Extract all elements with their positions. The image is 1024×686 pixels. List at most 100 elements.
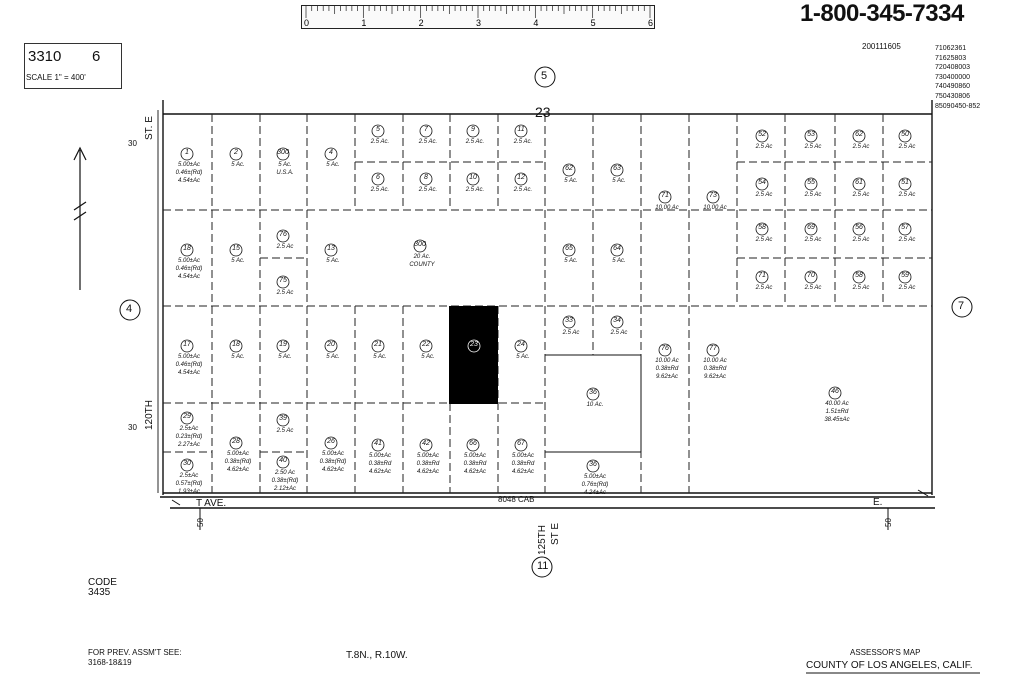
- parcel-number[interactable]: 55: [807, 179, 815, 186]
- parcel-area: 0.38±(Rd): [224, 459, 252, 465]
- parcel-number-circle: [276, 413, 290, 427]
- parcel-number[interactable]: 36: [589, 389, 597, 396]
- parcel-number-circle: [755, 129, 769, 143]
- parcel-number[interactable]: 62: [855, 131, 863, 138]
- parcel-number[interactable]: 17: [183, 341, 191, 348]
- parcel-area: 2.5 Ac: [562, 330, 580, 336]
- parcel-number[interactable]: 29: [183, 413, 191, 420]
- parcel-number[interactable]: 30: [183, 460, 191, 467]
- adjacent-page-south[interactable]: 11: [537, 560, 549, 572]
- parcel-number[interactable]: 71: [661, 192, 669, 199]
- township-range: T.8N., R.10W.: [346, 650, 408, 661]
- parcel-area: 2.5 Ac: [610, 330, 628, 336]
- parcel-number[interactable]: 5: [376, 126, 380, 133]
- street-label-bottom: 120TH: [144, 399, 155, 430]
- assessor-title: ASSESSOR'S MAP: [850, 648, 921, 657]
- parcel-number[interactable]: 20: [327, 341, 335, 348]
- parcel-number[interactable]: 34: [613, 317, 621, 324]
- parcel-number[interactable]: 58: [758, 224, 766, 231]
- parcel-area: 2.5±Ac: [179, 426, 199, 432]
- parcel-number-circle: [419, 124, 433, 138]
- parcel-number[interactable]: 8: [424, 174, 428, 181]
- parcel-number[interactable]: 21: [374, 341, 382, 348]
- parcel-number[interactable]: 52: [758, 131, 766, 138]
- parcel-number[interactable]: 4: [329, 149, 333, 156]
- parcel-number[interactable]: 10: [469, 174, 477, 181]
- parcel-number[interactable]: 70: [807, 272, 815, 279]
- parcel-number[interactable]: 53: [807, 131, 815, 138]
- parcel-number[interactable]: 12: [517, 174, 525, 181]
- parcel-number-circle: [324, 339, 338, 353]
- parcel-number[interactable]: 11: [517, 126, 525, 133]
- parcel-number[interactable]: 7: [424, 126, 428, 133]
- parcel-number[interactable]: 6: [376, 174, 380, 181]
- road-width-label: 50: [883, 518, 893, 527]
- parcel-number[interactable]: 51: [901, 179, 909, 186]
- parcel-number[interactable]: 71: [758, 272, 766, 279]
- parcel-number[interactable]: 50: [901, 131, 909, 138]
- parcel-number[interactable]: 56: [855, 224, 863, 231]
- parcel-number[interactable]: 300: [277, 149, 289, 156]
- parcel-number-circle: [514, 124, 528, 138]
- parcel-number[interactable]: 13: [327, 245, 335, 252]
- parcel-number[interactable]: 73: [709, 192, 717, 199]
- parcel-number[interactable]: 76: [661, 345, 669, 352]
- parcel-area: 5 Ac.: [612, 178, 626, 184]
- parcel-number[interactable]: 66: [469, 440, 477, 447]
- parcel-area: 2.5 Ac: [755, 144, 773, 150]
- parcel-number-circle: [324, 243, 338, 257]
- parcel-number[interactable]: 54: [758, 179, 766, 186]
- parcel-number-circle: [562, 243, 576, 257]
- parcel-number-circle: [755, 222, 769, 236]
- parcel-number[interactable]: 57: [901, 224, 909, 231]
- parcel-number[interactable]: 61: [855, 179, 863, 186]
- adjacent-page-north[interactable]: 5: [541, 70, 548, 82]
- parcel-number[interactable]: 26: [327, 438, 335, 445]
- parcel-number[interactable]: 1: [185, 149, 189, 156]
- parcel-number[interactable]: 23: [470, 341, 478, 348]
- parcel-number[interactable]: 42: [422, 440, 430, 447]
- parcel-number-circle: [658, 190, 672, 204]
- adjacent-page-east[interactable]: 7: [958, 300, 965, 312]
- parcel-number[interactable]: 75: [279, 277, 287, 284]
- parcel-number-circle: [180, 147, 194, 161]
- parcel-number[interactable]: 65: [565, 245, 573, 252]
- parcel-number[interactable]: 2: [234, 149, 238, 156]
- parcel-number[interactable]: 64: [613, 245, 621, 252]
- adjacent-page-west[interactable]: 4: [126, 303, 133, 315]
- parcel-number[interactable]: 28: [232, 438, 240, 445]
- parcel-number[interactable]: 58: [855, 272, 863, 279]
- parcel-number[interactable]: 46: [831, 388, 839, 395]
- parcel-number[interactable]: 77: [709, 345, 717, 352]
- parcel-number[interactable]: 9: [471, 126, 475, 133]
- parcel-number[interactable]: 19: [279, 341, 287, 348]
- parcel-number[interactable]: 18: [232, 341, 240, 348]
- parcel-number[interactable]: 62: [565, 165, 573, 172]
- parcel-area: 2.5 Ac.: [370, 139, 390, 145]
- parcel-number[interactable]: 41: [374, 440, 382, 447]
- parcel-number[interactable]: 15: [232, 245, 240, 252]
- parcel-number-circle: [828, 386, 842, 400]
- parcel-area: 0.38±Rd: [655, 366, 679, 372]
- parcel-number[interactable]: 300: [414, 241, 426, 248]
- parcel-area: 5.00±Ac: [227, 451, 249, 457]
- parcel-number[interactable]: 59: [901, 272, 909, 279]
- parcel-number[interactable]: 40: [279, 457, 287, 464]
- parcel-number[interactable]: 69: [807, 224, 815, 231]
- parcel-area: 2.5 Ac: [804, 237, 822, 243]
- parcel-number[interactable]: 67: [517, 440, 525, 447]
- parcel-area: 9.62±Ac: [704, 374, 726, 380]
- parcel-area: 5 Ac.: [612, 258, 626, 264]
- parcel-number[interactable]: 22: [422, 341, 430, 348]
- parcel-number[interactable]: 18: [183, 245, 191, 252]
- parcel-number[interactable]: 63: [613, 165, 621, 172]
- parcel-number[interactable]: 36: [589, 461, 597, 468]
- parcel-number-circle: [514, 438, 528, 452]
- parcel-number-circle: [610, 163, 624, 177]
- parcel-area: 2.5 Ac: [898, 192, 916, 198]
- parcel-number[interactable]: 39: [279, 415, 287, 422]
- parcel-number[interactable]: 24: [517, 341, 525, 348]
- parcel-number[interactable]: 76: [279, 231, 287, 238]
- parcel-number[interactable]: 33: [565, 317, 573, 324]
